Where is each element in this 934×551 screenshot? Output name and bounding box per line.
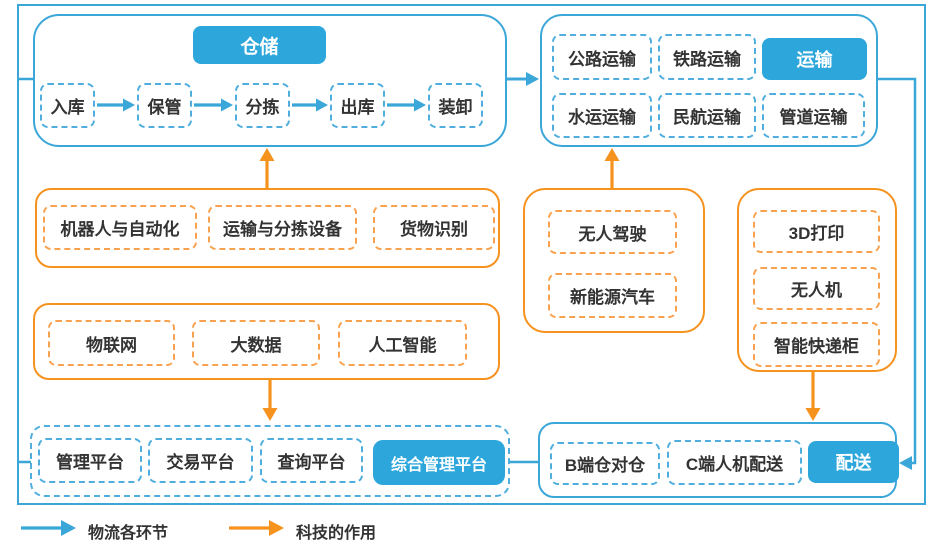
- delivery-title-pill: 配送: [808, 441, 899, 483]
- tech-delivery-arrowhead: [805, 408, 821, 421]
- tech-item-new-energy-vehicle: 新能源汽车: [548, 273, 677, 318]
- transport-mode-road: 公路运输: [552, 34, 652, 80]
- warehouse-title-pill: 仓储: [193, 26, 326, 64]
- warehouse-step-loading: 装卸: [428, 83, 483, 128]
- flow-arrowhead-1: [123, 98, 135, 112]
- tech-warehouse-group-box: [35, 188, 500, 268]
- legend-tech-arrowhead: [269, 520, 284, 536]
- transport-group-box: [540, 14, 878, 147]
- warehouse-group-box: [33, 14, 507, 147]
- transport-mode-rail: 铁路运输: [658, 34, 756, 80]
- warehouse-step-inbound: 入库: [40, 83, 95, 128]
- tech-item-robotics: 机器人与自动化: [43, 205, 197, 250]
- transport-mode-water: 水运运输: [552, 93, 652, 138]
- tech-warehouse-arrowhead: [259, 148, 275, 161]
- delivery-item-b2b: B端仓对仓: [550, 442, 660, 485]
- tech-item-cargo-recognition: 货物识别: [373, 205, 495, 250]
- transport-title-pill: 运输: [762, 38, 867, 80]
- tech-item-ai: 人工智能: [338, 320, 467, 366]
- warehouse-step-outbound: 出库: [330, 83, 385, 128]
- delivery-item-c2c: C端人机配送: [667, 440, 802, 485]
- flow-arrowhead-2: [221, 98, 233, 112]
- platform-item-trading: 交易平台: [148, 438, 253, 483]
- tech-transport-group-box: [523, 188, 705, 333]
- tech-item-big-data: 大数据: [192, 320, 320, 366]
- tech-platform-arrowhead: [262, 408, 278, 421]
- warehouse-step-sorting: 分拣: [235, 83, 290, 128]
- platform-title-pill: 综合管理平台: [373, 440, 505, 485]
- tech-item-drone: 无人机: [753, 267, 880, 310]
- legend-flow-arrowhead: [61, 520, 76, 536]
- tech-item-sorting-equipment: 运输与分拣设备: [208, 205, 357, 250]
- tech-delivery-group-box: [737, 188, 897, 372]
- platform-item-query: 查询平台: [260, 438, 363, 483]
- transport-to-delivery-line: [878, 77, 917, 465]
- flow-arrowhead-4: [414, 98, 426, 112]
- platform-item-management: 管理平台: [38, 438, 142, 483]
- transport-mode-air: 民航运输: [658, 93, 756, 138]
- transport-to-delivery-arrowhead: [899, 456, 912, 470]
- legend-tech-label: 科技的作用: [296, 525, 377, 542]
- legend-flow-label: 物流各环节: [88, 525, 169, 542]
- outer-frame-line: [17, 4, 926, 505]
- tech-item-iot: 物联网: [48, 320, 175, 366]
- tech-item-3d-printing: 3D打印: [753, 210, 880, 253]
- tech-item-autonomous-driving: 无人驾驶: [548, 210, 677, 254]
- platform-group-box: [30, 425, 510, 497]
- tech-transport-arrowhead: [604, 148, 620, 161]
- flow-arrowhead-3: [316, 98, 328, 112]
- warehouse-step-storage: 保管: [137, 83, 192, 128]
- tech-item-smart-locker: 智能快递柜: [753, 322, 880, 367]
- tech-platform-group-box: [33, 303, 500, 380]
- warehouse-to-transport-arrowhead: [526, 72, 539, 86]
- transport-mode-pipeline: 管道运输: [762, 93, 865, 138]
